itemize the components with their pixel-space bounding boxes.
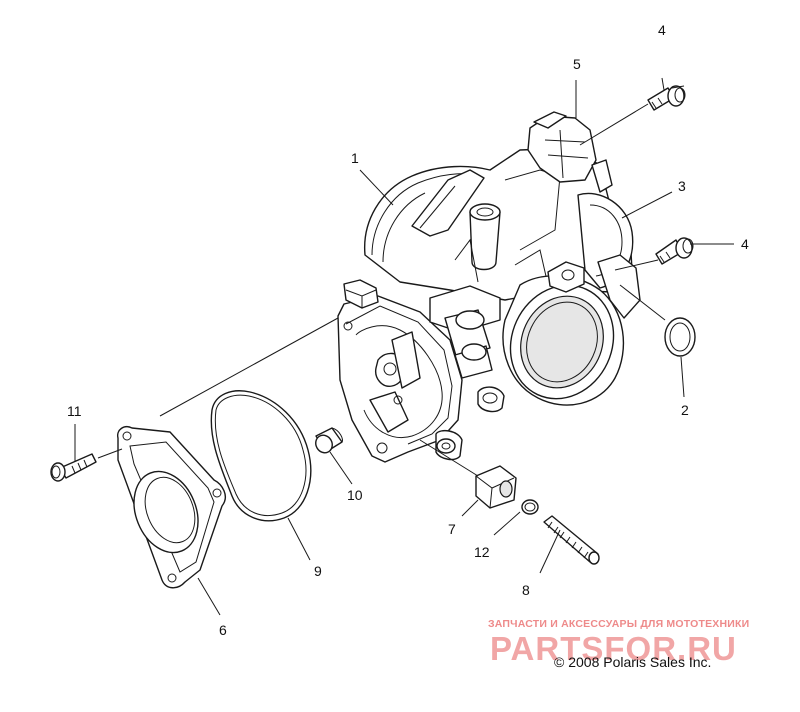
callout-8: 8 [522, 582, 530, 598]
watermark: ЗАПЧАСТИ И АКСЕССУАРЫ ДЛЯ МОТОТЕХНИКИ PA… [488, 618, 749, 667]
leader-lines [74, 77, 734, 616]
small-o-ring [521, 499, 539, 515]
screw-top [647, 85, 686, 111]
callout-6: 6 [219, 622, 227, 638]
screw-left [50, 453, 97, 482]
callout-11: 11 [67, 403, 82, 419]
throttle-throat-right [502, 254, 641, 406]
watermark-tagline: ЗАПЧАСТИ И АКСЕССУАРЫ ДЛЯ МОТОТЕХНИКИ [488, 618, 749, 630]
callout-5: 5 [573, 56, 581, 72]
throttle-cover-plate [117, 426, 226, 589]
o-ring [664, 317, 696, 357]
throttle-position-sensor [527, 111, 613, 193]
callout-3: 3 [678, 178, 686, 194]
callout-7: 7 [448, 521, 456, 537]
throttle-shafts [429, 285, 505, 413]
callout-4-right: 4 [741, 236, 749, 252]
cover-gasket [210, 390, 312, 522]
callout-10: 10 [347, 487, 363, 503]
watermark-logo: PARTSFOR.RU [490, 630, 737, 667]
callout-12: 12 [474, 544, 490, 560]
copyright-notice: © 2008 Polaris Sales Inc. [554, 654, 711, 670]
spacer-block [475, 465, 517, 509]
callout-labels: 1 2 3 4 4 5 6 7 8 9 10 11 12 [67, 22, 749, 638]
callout-4-top: 4 [658, 22, 666, 38]
screw-right [655, 237, 694, 265]
throttle-body-front-housing [337, 279, 463, 463]
throttle-body-upper-housing [363, 147, 634, 301]
callout-2: 2 [681, 402, 689, 418]
bushing [315, 427, 343, 454]
callout-9: 9 [314, 563, 322, 579]
callout-1: 1 [351, 150, 359, 166]
adjustment-screw-spring [543, 515, 600, 565]
